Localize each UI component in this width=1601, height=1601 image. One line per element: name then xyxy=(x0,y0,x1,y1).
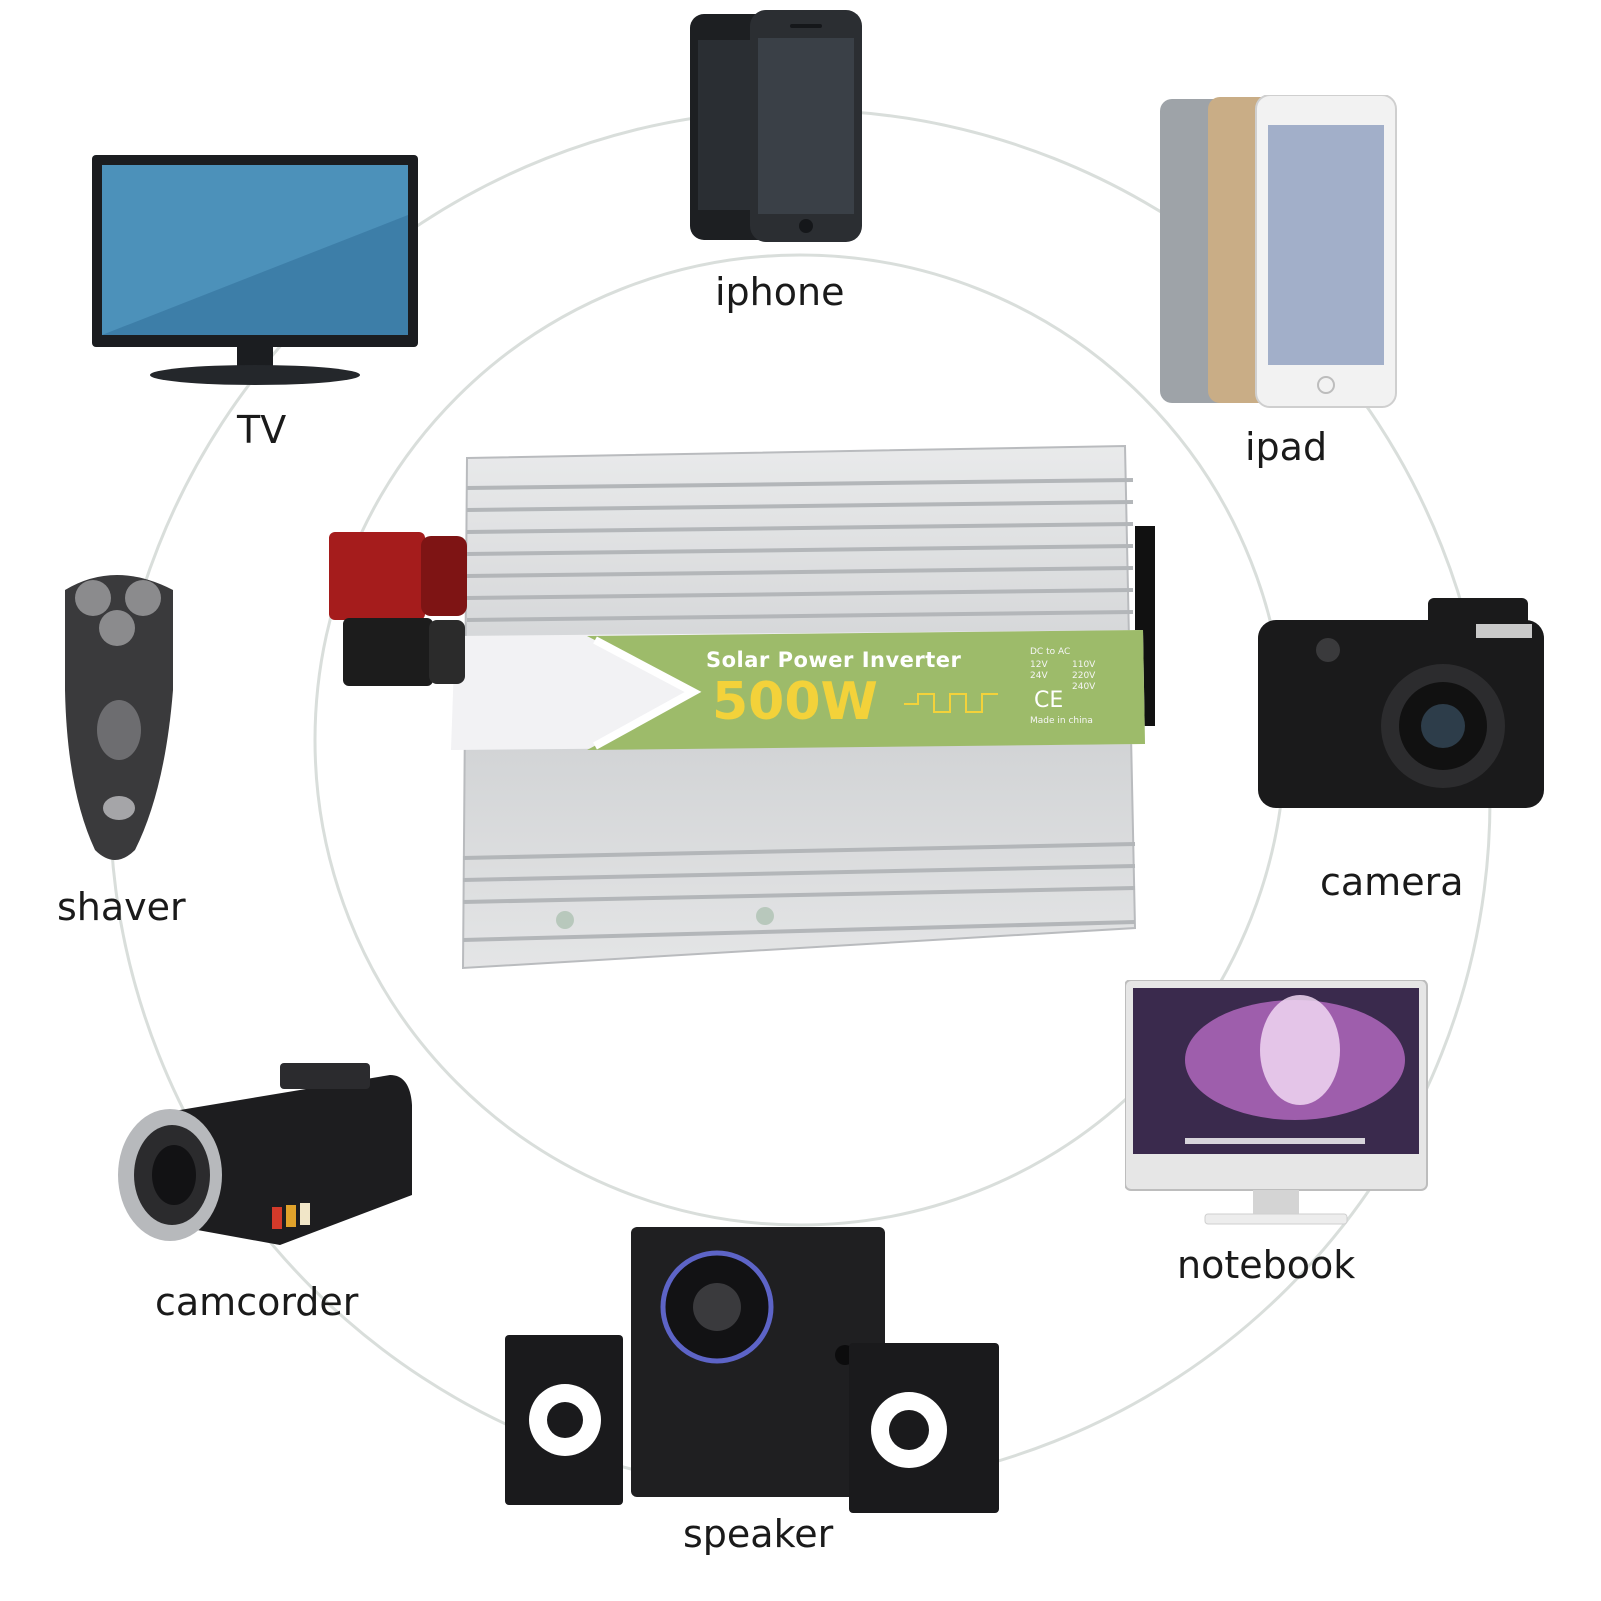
speaker-label: speaker xyxy=(683,1512,834,1556)
camcorder-icon xyxy=(118,1063,412,1245)
speaker-icon xyxy=(505,1227,999,1513)
ac-option-220v: 220V xyxy=(1072,671,1096,681)
ipad-label: ipad xyxy=(1245,425,1328,469)
ac-option-110v: 110V xyxy=(1072,660,1096,670)
notebook-icon xyxy=(1125,980,1428,1225)
iphone-label: iphone xyxy=(715,270,845,314)
iphone-icon xyxy=(690,10,862,242)
ce-mark: CE xyxy=(1034,688,1064,713)
spec-header: DC to AC xyxy=(1030,647,1071,657)
inverter-wattage: 500W xyxy=(712,672,878,732)
tv-icon xyxy=(92,155,418,385)
inverter-title: Solar Power Inverter xyxy=(706,648,962,672)
ac-option-240v: 240V xyxy=(1072,682,1096,692)
dc-option-12v: 12V xyxy=(1030,660,1048,670)
origin-text: Made in china xyxy=(1030,716,1093,726)
dc-option-24v: 24V xyxy=(1030,671,1048,681)
notebook-label: notebook xyxy=(1177,1243,1356,1287)
waveform-icon xyxy=(904,693,998,713)
tv-label: TV xyxy=(237,408,287,452)
camera-icon xyxy=(1258,598,1544,808)
shaver-icon xyxy=(65,575,173,860)
ipad-icon xyxy=(1160,95,1397,408)
inverter-image xyxy=(329,444,1155,970)
shaver-label: shaver xyxy=(57,885,186,929)
camera-label: camera xyxy=(1320,860,1464,904)
camcorder-label: camcorder xyxy=(155,1280,359,1324)
